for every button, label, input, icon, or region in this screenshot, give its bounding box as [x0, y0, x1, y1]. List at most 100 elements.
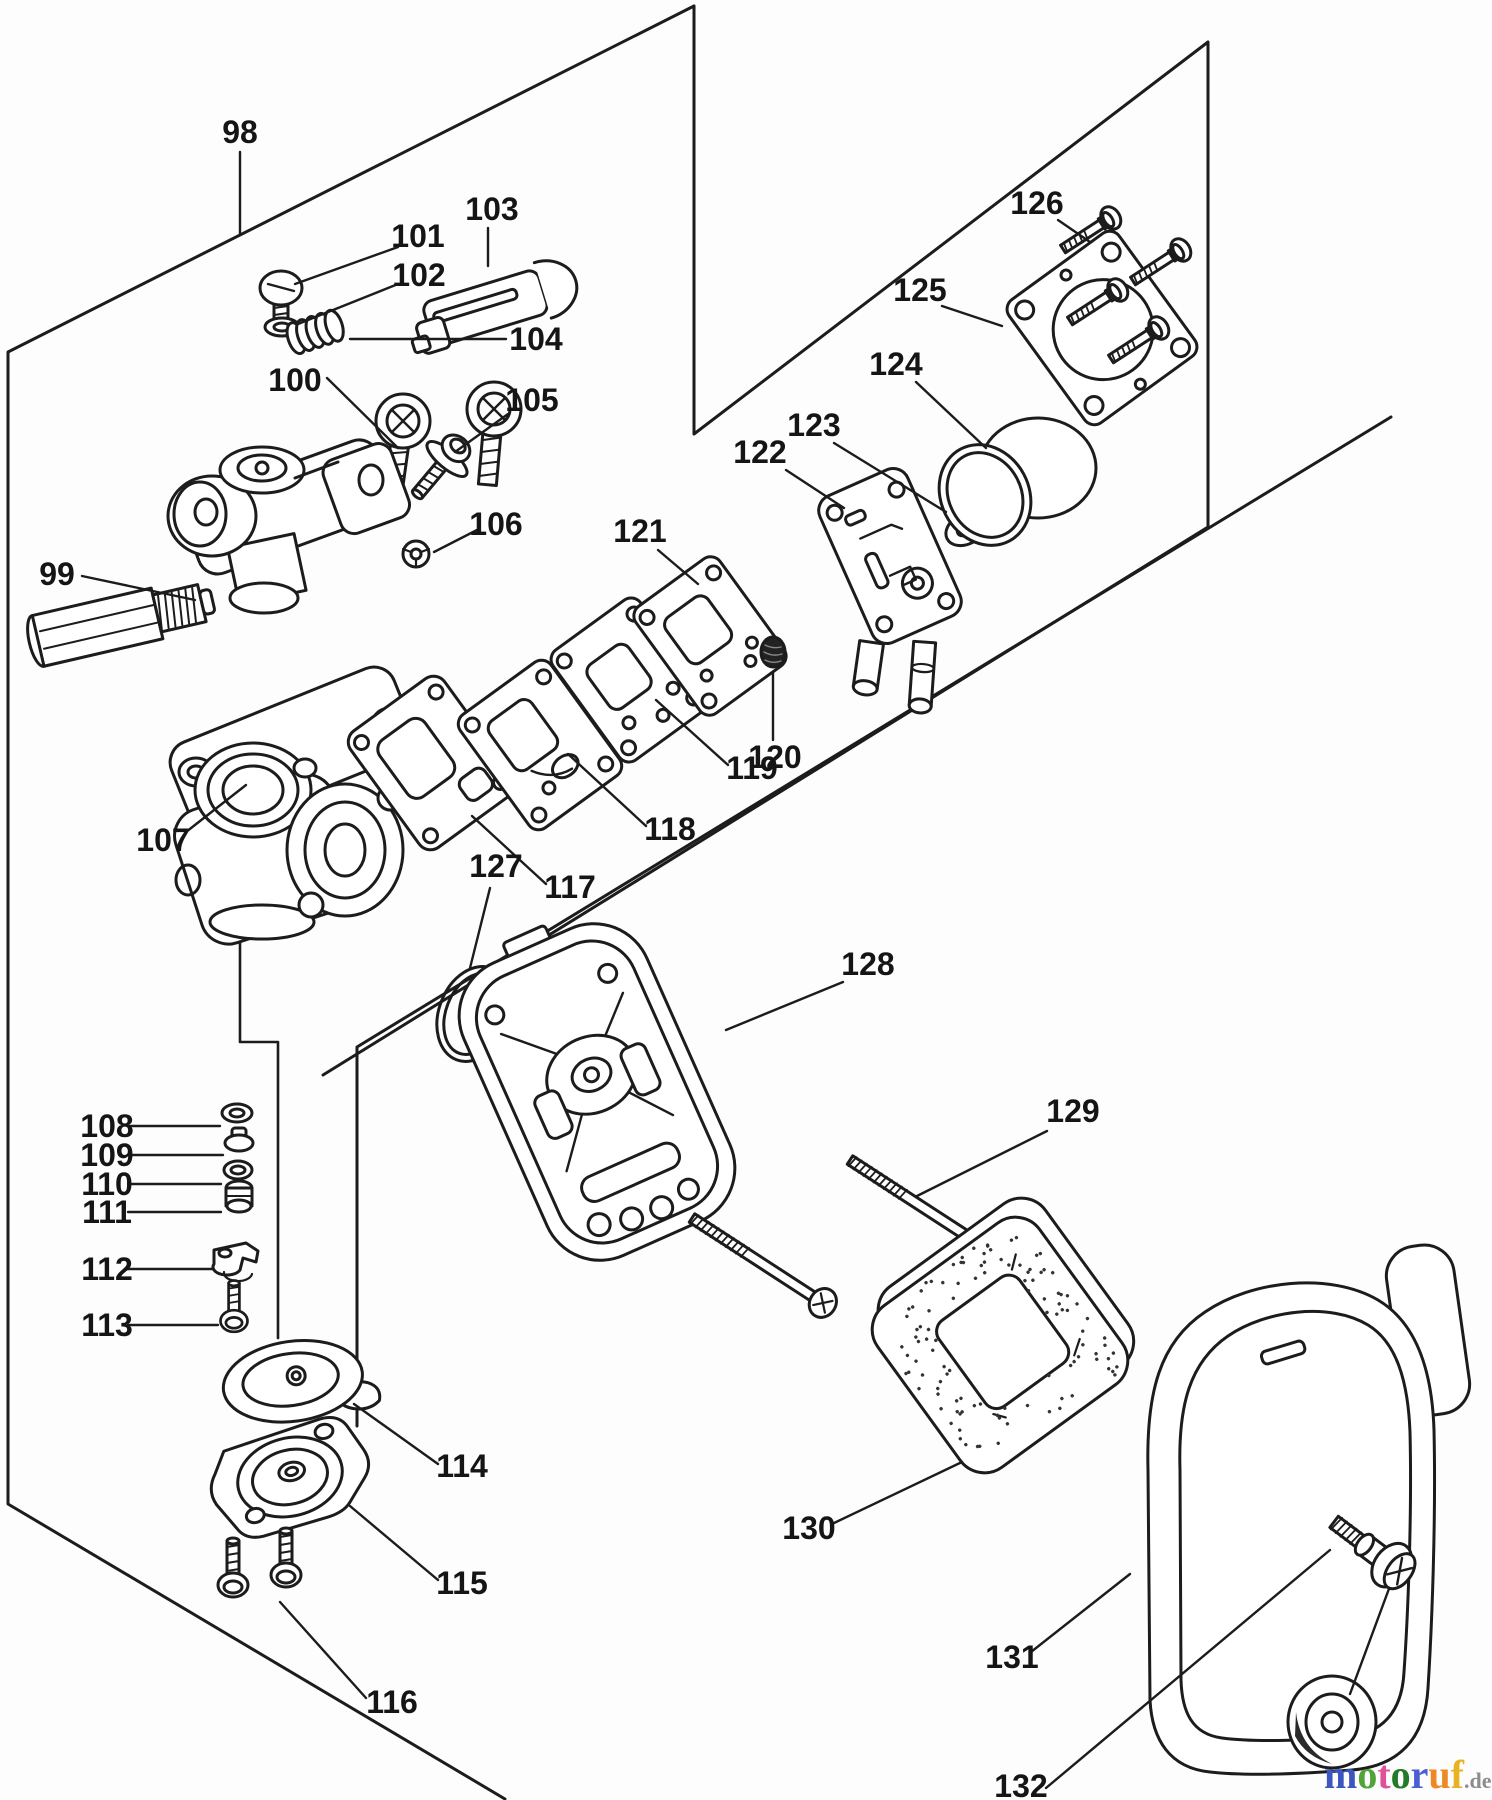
part-114-diaphragm: [221, 1338, 382, 1424]
part-128-air-filter-base: [457, 922, 737, 1262]
leader-105: [453, 412, 510, 454]
part-122-fuel-pump-body: [817, 467, 963, 715]
part-label-112: 112: [81, 1251, 133, 1287]
leader-122: [784, 468, 846, 510]
part-label-109: 109: [80, 1137, 133, 1173]
leader-107: [184, 783, 248, 834]
part-label-120: 120: [748, 739, 801, 775]
leader-124: [914, 380, 988, 450]
watermark-letter: t: [1377, 1752, 1391, 1797]
part-label-126: 126: [1010, 185, 1063, 221]
part-label-107: 107: [136, 822, 189, 858]
carburetor-body: [168, 665, 417, 946]
part-label-122: 122: [733, 434, 786, 470]
leader-118: [566, 752, 648, 828]
part-label-132: 132: [994, 1768, 1047, 1800]
leader-132: [1044, 1548, 1332, 1790]
leader-131: [1029, 1572, 1132, 1654]
throttle-body-top: [166, 438, 412, 615]
leader-106: [432, 528, 479, 554]
leader-129: [915, 1129, 1049, 1198]
alignment-step-line: [238, 930, 280, 1340]
watermark-letter: m: [1324, 1752, 1357, 1797]
part-106-e-clip: [401, 539, 431, 569]
part-108-circlip: [220, 1102, 254, 1124]
leader-125: [940, 304, 1004, 328]
part-100-screw-b: [465, 380, 523, 487]
leader-lines: [80, 150, 1332, 1790]
part-116-screw-b: [269, 1526, 303, 1589]
part-111-grommet: [224, 1179, 254, 1214]
part-121-pump-diaphragm: [632, 555, 788, 717]
part-109-plug: [223, 1126, 255, 1153]
part-119-gasket: [549, 596, 711, 764]
leader-116: [278, 1600, 368, 1700]
part-124-cup: [937, 416, 1098, 547]
watermark-letter: o: [1391, 1752, 1411, 1797]
part-label-108: 108: [80, 1108, 133, 1144]
part-label-123: 123: [787, 407, 840, 443]
part-label-98: 98: [222, 114, 258, 150]
part-99-hex-stud: [26, 583, 216, 668]
part-label-110: 110: [81, 1166, 133, 1202]
watermark-letter: o: [1357, 1752, 1377, 1797]
part-label-111: 111: [82, 1194, 132, 1230]
part-label-118: 118: [644, 811, 696, 847]
leader-117: [470, 814, 548, 886]
part-label-128: 128: [841, 946, 894, 982]
part-label-124: 124: [869, 346, 923, 382]
panel-outline-airfilter: [355, 415, 1393, 1428]
part-label-102: 102: [392, 257, 445, 293]
part-label-129: 129: [1046, 1093, 1099, 1129]
part-label-100: 100: [268, 362, 321, 398]
watermark-suffix: .de: [1464, 1768, 1492, 1793]
watermark-letter: f: [1451, 1752, 1465, 1797]
leader-121: [656, 548, 700, 586]
part-label-117: 117: [544, 869, 596, 905]
part-115-cover-plate: [209, 1416, 371, 1539]
part-125-flange-plate: [1005, 229, 1199, 427]
leader-123: [832, 441, 948, 514]
part-129-screw-b: [687, 1212, 838, 1319]
part-131-air-filter-cover: [1146, 1243, 1472, 1776]
leader-128: [724, 980, 845, 1032]
part-label-121: 121: [613, 513, 666, 549]
panel-outline-left: [6, 4, 696, 1800]
part-label-105: 105: [505, 382, 558, 418]
part-112-bracket: [211, 1241, 260, 1283]
leader-130: [830, 1460, 964, 1526]
part-105-screw: [410, 433, 472, 501]
part-132-screw: [1328, 1514, 1417, 1591]
part-label-125: 125: [893, 272, 946, 308]
watermark-letter: u: [1428, 1752, 1450, 1797]
part-label-101: 101: [391, 218, 444, 254]
part-label-106: 106: [469, 506, 522, 542]
leader-99: [80, 574, 197, 602]
part-label-115: 115: [436, 1565, 488, 1601]
leader-119: [654, 698, 730, 767]
watermark-letter: r: [1411, 1752, 1429, 1797]
part-120-o-ring-dark: [759, 635, 787, 669]
part-116-screw-a: [216, 1536, 250, 1599]
part-110-o-ring-small: [222, 1159, 254, 1181]
leader-101: [293, 245, 400, 286]
part-113-screw-small: [219, 1279, 249, 1334]
part-label-131: 131: [985, 1639, 1038, 1675]
part-104-spring: [285, 308, 345, 356]
part-label-113: 113: [81, 1307, 133, 1343]
leader-100: [325, 376, 400, 450]
part-label-130: 130: [782, 1510, 835, 1546]
leader-126: [1056, 218, 1092, 244]
part-label-114: 114: [436, 1448, 488, 1484]
part-label-103: 103: [465, 191, 518, 227]
part-101-cap-screw: [258, 269, 304, 327]
leader-102: [296, 282, 400, 326]
part-label-104: 104: [509, 321, 563, 357]
part-label-127: 127: [469, 848, 522, 884]
part-label-116: 116: [366, 1684, 418, 1720]
leader-127: [468, 886, 492, 970]
svg-text:motoruf.de: motoruf.de: [1324, 1752, 1492, 1797]
watermark-motoruf: motoruf.de: [1324, 1752, 1492, 1797]
